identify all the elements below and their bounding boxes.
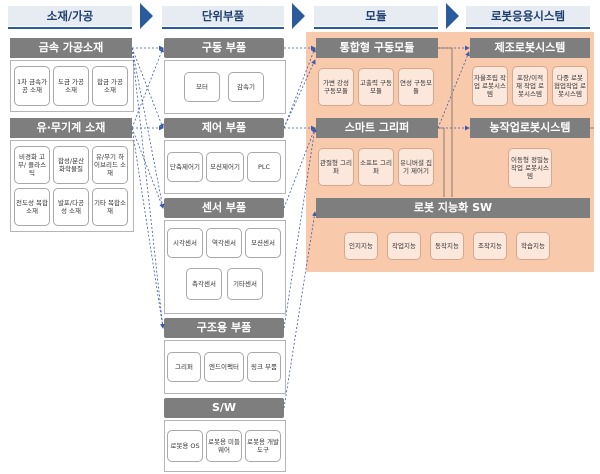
header-underline (466, 27, 590, 29)
manufacturing-system-item: 다중 로봇 협업작업 로봇시스템 (552, 66, 588, 106)
intelligence-sw-item: 인지지능 (344, 232, 378, 260)
sensor-component-item: 모션센서 (245, 228, 281, 258)
metal-material-title: 금속 가공소재 (10, 38, 132, 58)
organic-material-item: 유/무기 하이브리드 소재 (92, 146, 128, 184)
connector-line (131, 127, 165, 329)
agriculture-system-title: 농작업로봇시스템 (470, 118, 590, 138)
integrated-module-item: 가변 강성 구동모듈 (318, 68, 354, 106)
connector-line (131, 47, 165, 209)
header-underline (8, 27, 132, 29)
connector-line (283, 59, 316, 129)
integrated-module-title: 통합형 구동모듈 (316, 38, 438, 58)
header-materials: 소재/가공 (8, 6, 132, 26)
header-systems: 로봇응용시스템 (466, 6, 590, 26)
control-component-item: 모션제어기 (206, 152, 244, 182)
connector-line (131, 127, 164, 209)
integrated-module-item: 연성 구동모듈 (398, 68, 434, 106)
gripper-module-item: 관절형 그리퍼 (318, 148, 354, 186)
connector-line (283, 127, 317, 329)
manufacturing-system-title: 제조로봇시스템 (470, 38, 590, 58)
header-components: 단위부품 (162, 6, 284, 26)
control-component-title: 제어 부품 (164, 118, 284, 138)
intelligence-sw-item: 작업지능 (387, 232, 421, 260)
intelligence-sw-title: 로봇 지능화 SW (316, 198, 590, 218)
chevron-right-icon (140, 3, 153, 29)
structure-component-item: 그리퍼 (167, 352, 201, 382)
organic-material-item: 기타 복합소재 (92, 188, 128, 226)
intelligence-sw-item: 동작지능 (430, 232, 464, 260)
organic-material-item: 비경화 고무/ 플라스틱 (14, 146, 50, 184)
drive-component-item: 모터 (184, 72, 220, 102)
organic-material-item: 발포/다공성 소재 (53, 188, 89, 226)
header-modules: 모듈 (314, 6, 438, 26)
gripper-module-item: 소프트 그리퍼 (358, 148, 394, 186)
metal-material-item: 합금 가공 소재 (92, 66, 128, 106)
header-underline (162, 27, 284, 29)
metal-material-item: 1차 금속가공 소재 (14, 66, 50, 106)
metal-material-item: 도금 가공 소재 (53, 66, 89, 106)
chevron-right-icon (446, 3, 459, 29)
connector-line (438, 127, 445, 197)
intelligence-sw-item: 학습지능 (516, 232, 550, 260)
sw-component-item: 로봇용 OS (167, 430, 203, 462)
structure-component-title: 구조용 부품 (164, 318, 284, 338)
gripper-module-item: 유니버셜 집기 제어기 (398, 148, 434, 186)
integrated-module-item: 고출력 구동모듈 (358, 68, 394, 106)
sensor-component-item: 기타센서 (227, 268, 263, 300)
connector-line (283, 211, 317, 409)
organic-material-item: 합성/분산 화학물질 (53, 146, 89, 184)
sensor-component-item: 시각센서 (167, 228, 203, 258)
chevron-right-icon (292, 3, 305, 29)
connector-line (438, 47, 453, 197)
connector-line (131, 47, 165, 329)
sensor-component-item: 촉각센서 (186, 268, 222, 300)
gripper-module-title: 스마트 그리퍼 (316, 118, 438, 138)
connector-line (437, 51, 470, 129)
structure-component-item: 링크 부품 (247, 352, 281, 382)
manufacturing-system-item: 포장/이적재 작업 로봇시스템 (512, 66, 548, 106)
sw-component-item: 로봇용 개발도구 (245, 430, 281, 462)
intelligence-sw-item: 조작지능 (473, 232, 507, 260)
manufacturing-system-item: 자율조립 작업 로봇시스템 (472, 66, 508, 106)
sensor-component-title: 센서 부품 (164, 198, 284, 218)
header-underline (314, 27, 438, 29)
drive-component-item: 감속기 (228, 72, 264, 102)
connector-line (283, 127, 316, 209)
sensor-component-item: 역각센서 (206, 228, 242, 258)
sw-component-title: S/W (164, 398, 284, 418)
structure-component-item: 엔드이펙터 (204, 352, 244, 382)
sw-component-item: 로봇용 미들웨어 (206, 430, 242, 462)
organic-material-title: 유·무기계 소재 (10, 118, 132, 138)
control-component-item: PLC (247, 152, 281, 182)
organic-material-item: 전도성 복합소재 (14, 188, 50, 226)
connector-line (283, 47, 316, 129)
agriculture-system-item: 이동형 정밀농작업 로봇시스템 (508, 148, 552, 188)
drive-component-title: 구동 부품 (164, 38, 284, 58)
control-component-item: 단축제어기 (167, 152, 203, 182)
